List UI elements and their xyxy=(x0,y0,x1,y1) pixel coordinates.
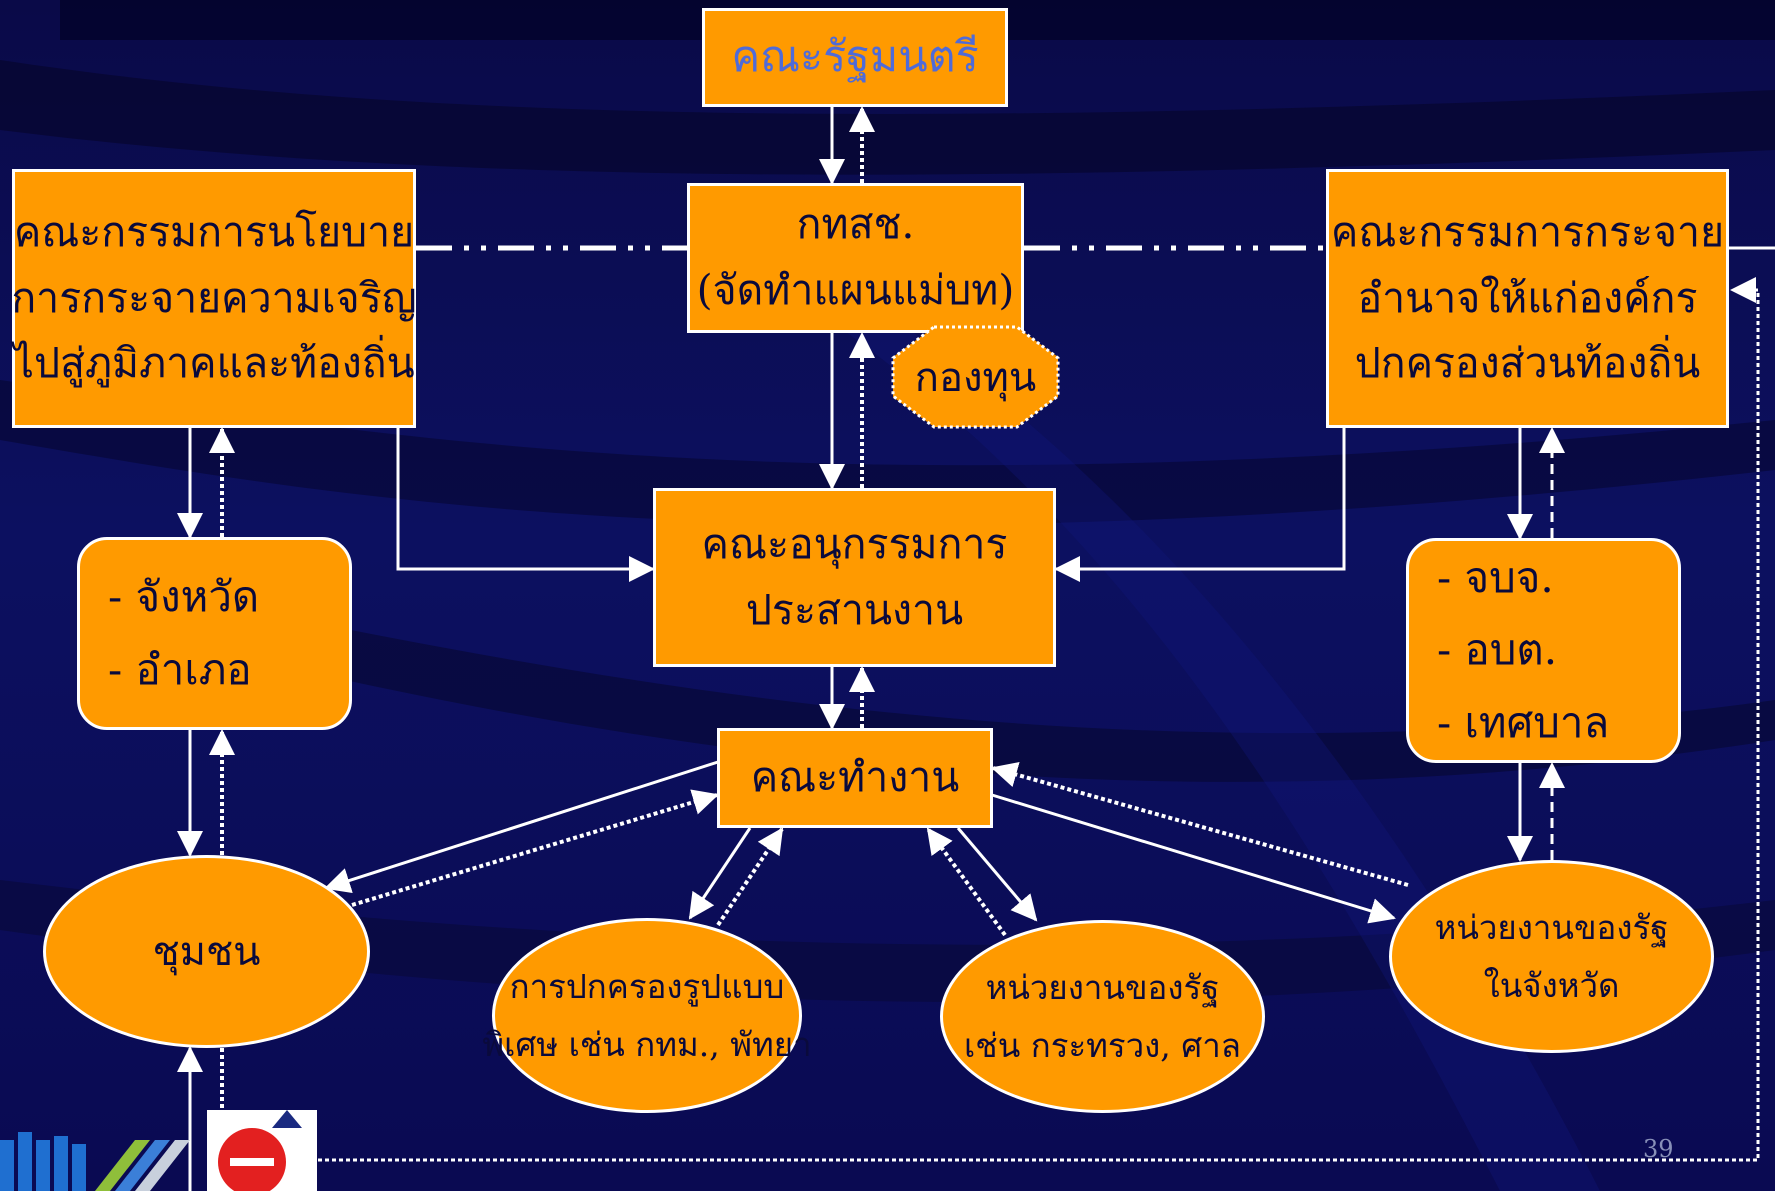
provincial-agencies-line1: หน่วยงานของรัฐ xyxy=(1434,907,1669,947)
special-administration-node: การปกครองรูปแบบ พิเศษ เช่น กทม., พัทยา xyxy=(482,918,812,1113)
community-node: ชุมชน xyxy=(43,855,370,1048)
working-group-node: คณะทำงาน xyxy=(717,728,993,828)
working-group-label: คณะทำงาน xyxy=(750,753,960,802)
state-agencies-line2: เช่น กระทรวง, ศาล xyxy=(964,1025,1241,1065)
state-agencies-node: หน่วยงานของรัฐ เช่น กระทรวง, ศาล xyxy=(940,920,1265,1113)
special-admin-line1: การปกครองรูปแบบ xyxy=(509,966,785,1006)
provincial-agencies-line2: ในจังหวัด xyxy=(1483,965,1620,1005)
province-line: - จังหวัด xyxy=(108,572,260,622)
fund-dotted-border xyxy=(891,325,1060,429)
fund-node: กองทุน xyxy=(893,327,1058,427)
province-district-node: - จังหวัด - อำเภอ xyxy=(77,537,352,730)
arrow-working-to-state xyxy=(956,827,1038,922)
policy-committee-line2: การกระจายความเจริญ xyxy=(11,273,417,322)
arrow-policy-to-coord xyxy=(396,428,655,582)
coord-line1: คณะอนุกรรมการ xyxy=(701,519,1008,568)
cabinet-node: คณะรัฐมนตรี xyxy=(702,8,1008,107)
district-line: - อำเภอ xyxy=(108,644,252,694)
cabinet-label: คณะรัฐมนตรี xyxy=(731,32,979,83)
decentral-committee-line3: ปกครองส่วนท้องถิ่น xyxy=(1354,339,1701,388)
decentral-committee-line1: คณะกรรมการกระจาย xyxy=(1330,208,1725,257)
page-number: 39 xyxy=(1643,1135,1674,1163)
special-admin-line2: พิเศษ เช่น กทม., พัทยา xyxy=(482,1024,812,1064)
state-agencies-line1: หน่วยงานของรัฐ xyxy=(985,967,1220,1007)
decentral-committee-line2: อำนาจให้แก่องค์กร xyxy=(1357,273,1698,322)
arrow-working-to-special xyxy=(688,827,752,920)
local-gov-line3: - เทศบาล xyxy=(1437,697,1610,747)
arrow-working-to-community xyxy=(324,760,719,894)
decentralization-committee-node: คณะกรรมการกระจาย อำนาจให้แก่องค์กร ปกครอ… xyxy=(1326,169,1729,428)
logos xyxy=(0,1110,317,1191)
policy-committee-line1: คณะกรรมการนโยบาย xyxy=(13,208,415,257)
fund-label: กองทุน xyxy=(914,355,1037,401)
policy-committee-node: คณะกรรมการนโยบาย การกระจายความเจริญ ไปสู… xyxy=(11,169,417,428)
coordination-subcommittee-node: คณะอนุกรรมการ ประสานงาน xyxy=(653,488,1056,667)
local-gov-line2: - อบต. xyxy=(1437,625,1558,675)
logo-left-blocks xyxy=(0,1132,86,1191)
nesdb-label-line2: (จัดทำแผนแม่บท) xyxy=(696,266,1015,314)
logo-right-emblem xyxy=(207,1110,317,1191)
arrow-state-to-working xyxy=(926,827,1007,937)
policy-committee-line3: ไปสู่ภูมิภาคและท้องถิ่น xyxy=(13,339,415,388)
arrow-working-to-provincial xyxy=(991,793,1396,924)
local-gov-line1: - จบจ. xyxy=(1437,553,1554,603)
arrow-special-to-working xyxy=(716,827,784,927)
local-government-node: - จบจ. - อบต. - เทศบาล xyxy=(1406,538,1681,763)
provincial-agencies-node: หน่วยงานของรัฐ ในจังหวัด xyxy=(1389,860,1714,1053)
arrow-provincial-to-working xyxy=(991,762,1409,887)
nesdb-label-line1: กทสช. xyxy=(796,200,915,249)
arrow-community-to-working xyxy=(351,789,719,907)
logo-middle-stripes xyxy=(95,1140,190,1191)
arrow-decentral-to-coord xyxy=(1054,428,1346,582)
nesdb-node: กทสช. (จัดทำแผนแม่บท) xyxy=(687,183,1024,333)
coord-line2: ประสานงาน xyxy=(745,585,964,634)
community-label: ชุมชน xyxy=(152,928,261,975)
